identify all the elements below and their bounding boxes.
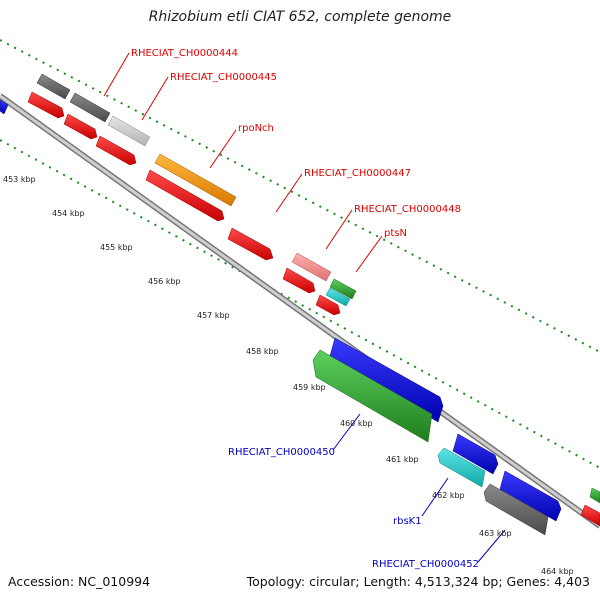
- scale-label: 462 kbp: [432, 491, 465, 500]
- cds-arrow[interactable]: [282, 267, 316, 294]
- gene-label[interactable]: RHECIAT_CH0000447: [304, 168, 411, 179]
- gene-feature[interactable]: [437, 447, 486, 488]
- cds-arrow[interactable]: [145, 169, 225, 222]
- map-title: Rhizobium etli CIAT 652, complete genome: [148, 9, 452, 25]
- outer-tick-ring: [0, 39, 600, 353]
- gene-label[interactable]: RHECIAT_CH0000445: [170, 72, 277, 83]
- cds-arrows: [27, 91, 600, 527]
- scale-label: 453 kbp: [3, 175, 36, 184]
- inner-tick-ring: [0, 139, 600, 469]
- gene-label[interactable]: rpoNch: [238, 123, 274, 134]
- gene-feature[interactable]: [325, 287, 351, 307]
- pointer-rbsk1: [421, 477, 449, 517]
- topology-label: Topology: circular; Length: 4,513,324 bp…: [246, 574, 590, 589]
- pointer-447: [275, 173, 303, 213]
- pointer-ptsn: [355, 235, 383, 273]
- gene-feature[interactable]: [291, 252, 332, 282]
- scale-label: 459 kbp: [293, 383, 326, 392]
- gene-feature[interactable]: [0, 99, 9, 115]
- pointer-448: [325, 209, 353, 250]
- forward-strand-genes: [0, 73, 357, 307]
- scale-labels: 453 kbp 454 kbp 455 kbp 456 kbp 457 kbp 458 k…: [3, 175, 574, 576]
- scale-label: 456 kbp: [148, 277, 181, 286]
- scale-label: 457 kbp: [197, 311, 230, 320]
- scale-label: 455 kbp: [100, 243, 133, 252]
- pointer-450: [332, 413, 361, 451]
- cds-arrow[interactable]: [95, 135, 137, 166]
- cds-arrow[interactable]: [63, 113, 98, 140]
- reverse-label-pointers: [332, 413, 506, 563]
- gene-label[interactable]: RHECIAT_CH0000448: [354, 204, 461, 215]
- scale-label: 458 kbp: [246, 347, 279, 356]
- gene-label[interactable]: RHECIAT_CH0000444: [131, 48, 238, 59]
- gene-label[interactable]: rbsK1: [393, 516, 422, 527]
- gene-feature[interactable]: [154, 153, 237, 207]
- gene-feature[interactable]: [329, 278, 357, 300]
- reverse-strand-genes: [312, 337, 600, 536]
- gene-feature[interactable]: [329, 337, 444, 423]
- cds-arrow[interactable]: [227, 227, 274, 261]
- scale-label: 461 kbp: [386, 455, 419, 464]
- pointer-rpon: [209, 129, 237, 169]
- gene-feature[interactable]: [69, 92, 111, 123]
- pointer-444: [103, 52, 130, 97]
- gene-label[interactable]: RHECIAT_CH0000450: [228, 447, 335, 458]
- scale-label: 464 kbp: [541, 567, 574, 576]
- gene-feature[interactable]: [312, 349, 433, 443]
- gene-feature[interactable]: [452, 433, 499, 475]
- backbone-arc: [0, 93, 600, 529]
- forward-label-pointers: [103, 52, 383, 273]
- gene-feature[interactable]: [107, 115, 151, 147]
- scale-label: 460 kbp: [340, 419, 373, 428]
- gene-feature[interactable]: [499, 470, 562, 522]
- pointer-445: [141, 76, 169, 121]
- gene-feature[interactable]: [483, 483, 549, 536]
- gene-label[interactable]: RHECIAT_CH0000452: [372, 559, 479, 570]
- gene-label[interactable]: ptsN: [384, 228, 407, 239]
- cds-arrow[interactable]: [315, 294, 341, 316]
- scale-label: 454 kbp: [52, 209, 85, 218]
- pointer-452: [477, 529, 506, 563]
- cds-arrow[interactable]: [27, 91, 65, 119]
- cds-arrow[interactable]: [580, 504, 600, 527]
- gene-feature[interactable]: [36, 73, 71, 100]
- accession-label: Accession: NC_010994: [8, 574, 151, 589]
- gene-feature[interactable]: [589, 487, 600, 504]
- scale-label: 463 kbp: [479, 529, 512, 538]
